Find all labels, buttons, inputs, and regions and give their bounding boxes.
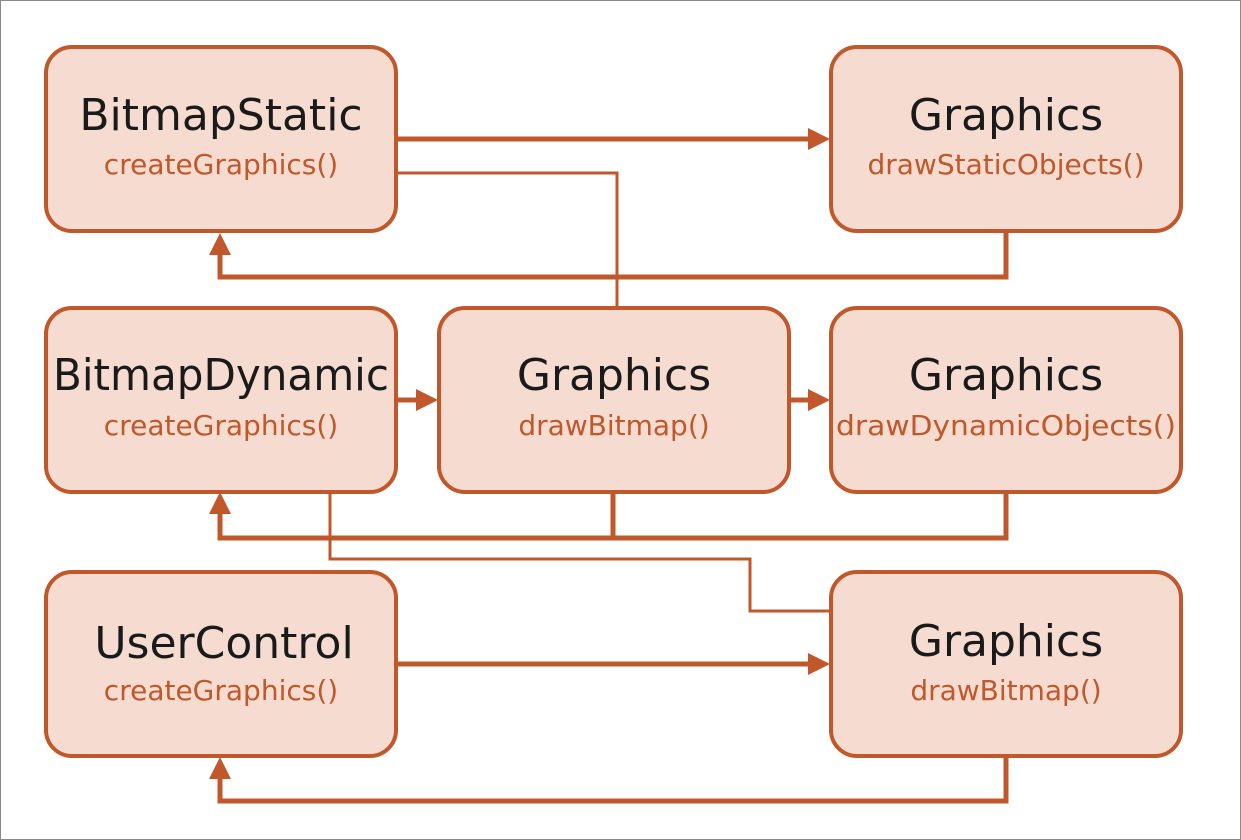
box-graphics-static: Graphics drawStaticObjects() bbox=[829, 45, 1183, 233]
box-title: BitmapDynamic bbox=[53, 350, 389, 401]
box-method: createGraphics() bbox=[104, 409, 338, 442]
box-method: createGraphics() bbox=[104, 674, 338, 707]
box-title: Graphics bbox=[909, 90, 1103, 141]
arrowhead-graphics-mid bbox=[416, 389, 438, 411]
box-method: drawDynamicObjects() bbox=[836, 409, 1176, 442]
box-title: Graphics bbox=[909, 350, 1103, 401]
connector-bitmapstatic-to-graphics-mid bbox=[397, 171, 619, 308]
arrowhead-usercontrol bbox=[209, 757, 231, 779]
box-graphics-draw-bitmap-bottom: Graphics drawBitmap() bbox=[829, 570, 1183, 758]
box-method: drawBitmap() bbox=[518, 409, 709, 442]
arrowhead-graphics-bottom bbox=[808, 653, 830, 675]
box-method: drawStaticObjects() bbox=[867, 148, 1144, 181]
box-method: createGraphics() bbox=[104, 148, 338, 181]
arrowhead-graphics-dynamic bbox=[808, 389, 830, 411]
box-bitmap-static: BitmapStatic createGraphics() bbox=[44, 45, 398, 233]
box-graphics-draw-bitmap-mid: Graphics drawBitmap() bbox=[437, 306, 791, 494]
box-title: Graphics bbox=[517, 350, 711, 401]
box-bitmap-dynamic: BitmapDynamic createGraphics() bbox=[44, 306, 398, 494]
arrowhead-graphics-static bbox=[808, 128, 830, 150]
box-graphics-dynamic: Graphics drawDynamicObjects() bbox=[829, 306, 1183, 494]
box-user-control: UserControl createGraphics() bbox=[44, 570, 398, 758]
box-title: BitmapStatic bbox=[79, 90, 362, 141]
box-title: UserControl bbox=[94, 618, 353, 669]
box-method: drawBitmap() bbox=[910, 674, 1101, 707]
return-graphics-bottom-to-usercontrol bbox=[217, 756, 1009, 804]
connector-bitmapdynamic-to-graphics-bottom bbox=[328, 492, 830, 613]
box-title: Graphics bbox=[909, 616, 1103, 667]
return-graphics-static-to-bitmapstatic bbox=[217, 231, 1009, 280]
arrowhead-bitmapdynamic bbox=[209, 492, 231, 514]
arrowhead-bitmapstatic bbox=[209, 233, 231, 255]
